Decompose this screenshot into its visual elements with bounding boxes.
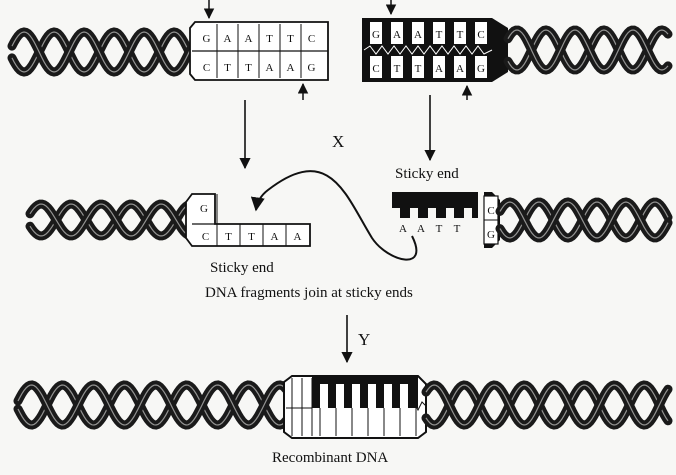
middle-right-dna-helix [500, 202, 668, 238]
base-right-bottom: G [487, 229, 495, 241]
base-lower-2: T [248, 231, 255, 243]
base-bottom-3: T [454, 223, 461, 235]
base-upper-5: C [308, 33, 315, 45]
base-bottom-0: A [399, 223, 407, 235]
base-upper-1: A [393, 29, 401, 41]
base-lower-4: A [287, 62, 295, 74]
base-upper-2: A [414, 29, 422, 41]
base-lower-0: C [372, 63, 379, 75]
base-lower-2: T [245, 62, 252, 74]
top-right-cut-box: G C A T A T T A T A C G [362, 18, 508, 82]
base-bottom-2: T [436, 223, 443, 235]
base-upper-3: T [436, 29, 443, 41]
base-upper-4: T [287, 33, 294, 45]
label-recombinant: Recombinant DNA [272, 450, 388, 466]
label-sticky-end-left: Sticky end [210, 260, 274, 276]
base-upper-5: C [477, 29, 484, 41]
label-x: X [332, 132, 344, 151]
bottom-right-dna-helix [426, 385, 668, 425]
top-left-dna-helix [12, 32, 190, 72]
base-upper-2: A [245, 33, 253, 45]
middle-left-dna-helix [30, 204, 188, 236]
label-sticky-end-right: Sticky end [395, 166, 459, 182]
base-lower-3: A [435, 63, 443, 75]
base-lower-1: T [224, 62, 231, 74]
base-upper-3: T [266, 33, 273, 45]
base-right-top: C [487, 205, 494, 217]
base-lower-5: G [308, 62, 316, 74]
bottom-left-dna-helix [18, 385, 286, 425]
base-lower-0: C [203, 62, 210, 74]
base-lower-4: A [294, 231, 302, 243]
base-lower-5: G [477, 63, 485, 75]
base-lower-3: A [266, 62, 274, 74]
base-upper-0: G [372, 29, 380, 41]
label-y: Y [358, 330, 370, 349]
base-upper-1: A [224, 33, 232, 45]
base-upper-0: G [203, 33, 211, 45]
base-upper-4: T [457, 29, 464, 41]
base-lower-3: A [271, 231, 279, 243]
base-lower-1: T [394, 63, 401, 75]
base-bottom-1: A [417, 223, 425, 235]
base-upper-0: G [200, 203, 208, 215]
base-lower-1: T [225, 231, 232, 243]
base-lower-2: T [415, 63, 422, 75]
recombinant-segment [284, 376, 426, 438]
label-join: DNA fragments join at sticky ends [205, 285, 413, 301]
base-lower-4: A [456, 63, 464, 75]
top-right-dna-helix [508, 30, 668, 70]
middle-left-sticky-fragment: G C T T A A [186, 194, 310, 246]
base-lower-0: C [202, 231, 209, 243]
top-left-cut-box: G C A T A T T A T A C G [190, 22, 328, 80]
